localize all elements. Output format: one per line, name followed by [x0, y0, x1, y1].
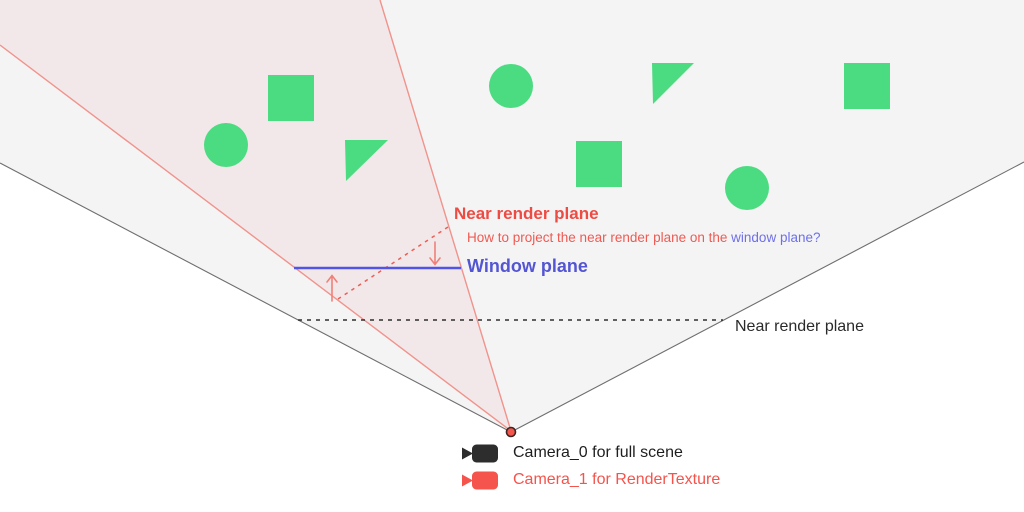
camera1-frustum-left-edge	[0, 44, 512, 432]
scene-square-2	[576, 141, 622, 187]
scene-circle-3	[725, 166, 769, 210]
camera1-frustum-right-edge	[379, 0, 512, 432]
camera0-frustum-right-edge	[510, 161, 1024, 433]
camera0-near-plane-label: Near render plane	[735, 318, 864, 335]
camera0-frustum-fill	[0, 0, 1024, 432]
camera-apex-dot	[505, 426, 517, 438]
camera1-near-plane-line	[337, 226, 449, 300]
legend-row-camera1: Camera_1 for RenderTexture	[461, 470, 720, 490]
projection-question-label: How to project the near render plane on …	[467, 230, 820, 246]
scene-triangle-1	[345, 140, 388, 181]
scene-circle-2	[489, 64, 533, 108]
scene-square-1	[268, 75, 314, 121]
scene-square-3	[844, 63, 890, 109]
window-plane-label: Window plane	[467, 256, 588, 276]
projection-question-blue-part: window plane?	[731, 230, 821, 245]
scene-triangle-2	[652, 63, 694, 104]
scene-circle-1	[204, 123, 248, 167]
camera0-frustum-left-edge	[0, 162, 512, 433]
camera1-frustum-fill	[0, 0, 511, 431]
projection-arrow-down-icon	[429, 241, 441, 266]
camera1-near-plane-label: Near render plane	[454, 204, 599, 223]
projection-arrow-up-icon	[326, 274, 338, 302]
legend-camera1-label: Camera_1 for RenderTexture	[513, 471, 721, 488]
video-camera-icon	[462, 471, 498, 489]
legend-camera0-label: Camera_0 for full scene	[513, 444, 683, 461]
projection-question-red-part: How to project the near render plane on …	[467, 230, 732, 245]
legend-row-camera0: Camera_0 for full scene	[461, 443, 683, 463]
video-camera-icon	[462, 444, 498, 462]
